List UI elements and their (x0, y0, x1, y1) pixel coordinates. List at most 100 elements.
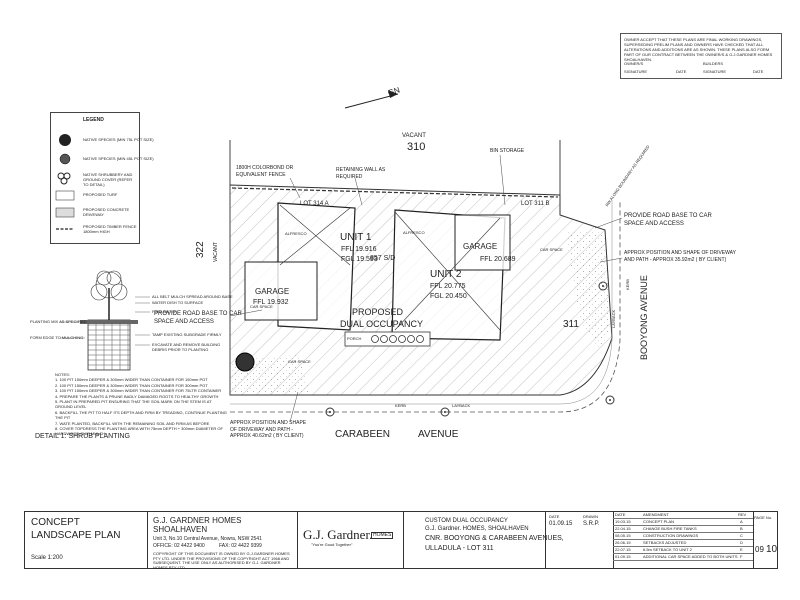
lot-311b-label: LOT 311 B (521, 201, 550, 207)
revision-text: CHANGE BUSH FIRE TANKS (643, 526, 697, 531)
lot-322-label: 322 (195, 241, 206, 258)
car-space-1-label: CAR SPACE (250, 304, 273, 309)
revision-date: 01.09.15 (615, 554, 631, 559)
revision-text: ADDITIONAL CAR SPACE ADDED TO BOTH UNITS (643, 554, 738, 559)
unit-1-fgl: FGL 19.593 (341, 256, 378, 263)
vacant-label: VACANT (402, 133, 426, 139)
proposed-label: PROPOSED (352, 307, 404, 317)
drawing-title-line-1: CONCEPT (31, 517, 80, 528)
project-cell: CUSTOM DUAL OCCUPANCY G.J. Gardner. HOME… (403, 512, 564, 568)
copyright-note: COPYRIGHT OF THIS DOCUMENT IS OWNED BY G… (153, 551, 290, 570)
revision-code: D (740, 540, 743, 545)
page-cell: PAGE No. 09 10 (753, 512, 777, 568)
revision-date: 08.05.15 (615, 533, 631, 538)
company-address: Unit 3, No.10 Central Avenue, Nowra, NSW… (153, 536, 262, 542)
acceptance-notice: OWNER ACCEPT THAT THESE PLANS ARE FINAL … (620, 33, 782, 79)
legend-item-5: PROPOSED CONCRETE DRIVEWAY (83, 207, 130, 217)
owners-label: OWNER/S (624, 61, 644, 66)
revision-row: 19.03.15 CONCEPT PLAN A (613, 519, 753, 526)
company-fax: FAX: 02 4422 9399 (219, 543, 262, 549)
footpath-line (230, 200, 613, 405)
revision-code: C (740, 533, 743, 538)
drawing-title-cell: CONCEPT LANDSCAPE PLAN Scale 1:200 (25, 512, 148, 568)
layback-right-label: LAYBACK (611, 309, 616, 328)
detail-notes: NOTES: 1. 100 PIT 150mm DEEPER & 300mm W… (55, 372, 230, 437)
company-name: G.J. GARDNER HOMES (153, 516, 242, 525)
legend-item-1: NATIVE SPECIES (MIN 75L POT SIZE) (83, 137, 154, 142)
car-space-2-label: CAR SPACE (288, 359, 311, 364)
notice-text: OWNER ACCEPT THAT THESE PLANS ARE FINAL … (624, 37, 773, 62)
revision-text: SETBACKS ADJUSTED (643, 540, 687, 545)
revision-code: E (740, 547, 743, 552)
builders-label: BUILDERS (703, 61, 724, 66)
sd-label: 857 S/D (370, 255, 396, 262)
legend-concrete-swatch (55, 207, 75, 218)
project-line-4: ULLADULA - LOT 311 (425, 545, 494, 552)
kerb-right-label: KERB (625, 279, 630, 290)
shrub-planting-detail (60, 270, 150, 371)
annotation-leaders (229, 154, 623, 423)
fence-note: 1800H COLORBOND OR EQUIVALENT FENCE (236, 165, 294, 178)
unit-2-name: UNIT 2 (430, 269, 462, 280)
revision-text: 6.5m SETBACK TO UNIT 2 (643, 547, 692, 552)
project-line-2: G.J. Gardner. HOMES, SHOALHAVEN (425, 526, 529, 532)
revision-code: F (740, 554, 743, 559)
legend-shrub-icon (57, 172, 71, 185)
road-base-note-right: PROVIDE ROAD BASE TO CAR SPACE AND ACCES… (624, 213, 712, 227)
scale-label: Scale 1:200 (31, 555, 63, 561)
street-carabeen: CARABEEN (335, 429, 391, 440)
detail-note: 7. WATE PLANTED, BACKFILL WITH THE REMAI… (55, 420, 210, 426)
street-trees (235, 281, 615, 417)
revision-date: 26.06.15 (615, 540, 631, 545)
legend-item-3: NATIVE SHRUBBERY AND GROUND COVER (REFER… (83, 172, 133, 187)
garage-1-ffl: FFL 19.932 (253, 299, 289, 306)
detail-note: 5. PLANT IN PREPARED PIT ENSURING THAT T… (55, 398, 212, 410)
detail-label-right-3: FIRM WATER (152, 309, 177, 314)
legend-symbols (55, 134, 75, 230)
detail-note: 8. COVER TOPDRESS THE PLANTING AREA WITH… (55, 425, 223, 437)
drawn-label: DRAWN (583, 514, 598, 519)
revision-row: 22.07.15 6.5m SETBACK TO UNIT 2 E (613, 547, 753, 554)
lot-314a-label: LOT 314 A (300, 201, 329, 207)
kerb-line (230, 200, 621, 413)
driveway-note-bottom: APPROX POSITION AND SHAPE OF DRIVEWAY AN… (230, 420, 307, 439)
drawn-value: S.R.P. (583, 521, 600, 527)
street-avenue: AVENUE (418, 429, 459, 440)
garage-2-ffl: FFL 20.689 (480, 256, 516, 263)
page-total: 10 (766, 544, 778, 555)
legend-title: LEGEND (83, 117, 104, 123)
driveway-right-area (565, 230, 610, 350)
gj-gardner-logo: G.J. Gardner. (303, 527, 373, 542)
builder-date-label: DATE (753, 69, 764, 74)
garage-1-name: GARAGE (255, 287, 290, 296)
unit-2-fgl: FGL 20.450 (430, 293, 467, 300)
detail-note: 3. 100 PIT 150mm DEEPER & 300mm WIDER TH… (55, 388, 222, 394)
legend-large-tree-icon (59, 134, 71, 146)
revision-header: DATE AMENDMENT REV (613, 512, 753, 519)
unit-2-ffl: FFL 20.775 (430, 283, 466, 290)
porch-shrubs (371, 335, 424, 343)
revision-row: 26.06.15 SETBACKS ADJUSTED D (613, 540, 753, 547)
title-block: CONCEPT LANDSCAPE PLAN Scale 1:200 G.J. … (24, 511, 778, 570)
legend-item-4: PROPOSED TURF (83, 192, 118, 197)
revision-row: 08.05.15 CONSTRUCTION DRAWINGS C (613, 533, 753, 540)
project-line-3: CNR. BOOYONG & CARABEEN AVENUES, (425, 535, 564, 542)
revision-date: 19.03.15 (615, 519, 631, 524)
detail-title: DETAIL 1: SHRUB PLANTING (35, 433, 130, 440)
detail-label-form-edge: FORM EDGE TO MULCHING (30, 335, 84, 340)
driveway-note-right: APPROX POSITION AND SHAPE OF DRIVEWAY AN… (624, 250, 736, 263)
detail-label-right-4: TAMP EXISTING SUBGRADE FIRMLY (152, 332, 222, 337)
detail-note: 1. 100 PIT 150mm DEEPER & 300mm WIDER TH… (55, 377, 208, 383)
revision-table: DATE AMENDMENT REV 19.03.15 CONCEPT PLAN… (613, 512, 754, 568)
alfresco-1-label: ALFRESCO (285, 231, 307, 236)
north-arrow-icon (344, 90, 399, 109)
company-branch: SHOALHAVEN (153, 525, 208, 534)
detail-label-right-1: ALL BELT MULCH SPREAD AROUND BASE (152, 294, 233, 299)
retaining-wall-note: RETAINING WALL AS REQUIRED (336, 167, 386, 180)
detail-note: 4. PREPARE THE PLANTS & PRUNE BADLY DAMA… (55, 393, 219, 399)
rear-fence (231, 187, 559, 198)
site-plan-drawing (60, 90, 623, 423)
legend-small-tree-icon (59, 153, 71, 165)
revision-code: B (740, 526, 743, 531)
detail-label-right-5: EXCAVATE AND REMOVE BUILDING DEBRIS PRIO… (152, 342, 221, 352)
